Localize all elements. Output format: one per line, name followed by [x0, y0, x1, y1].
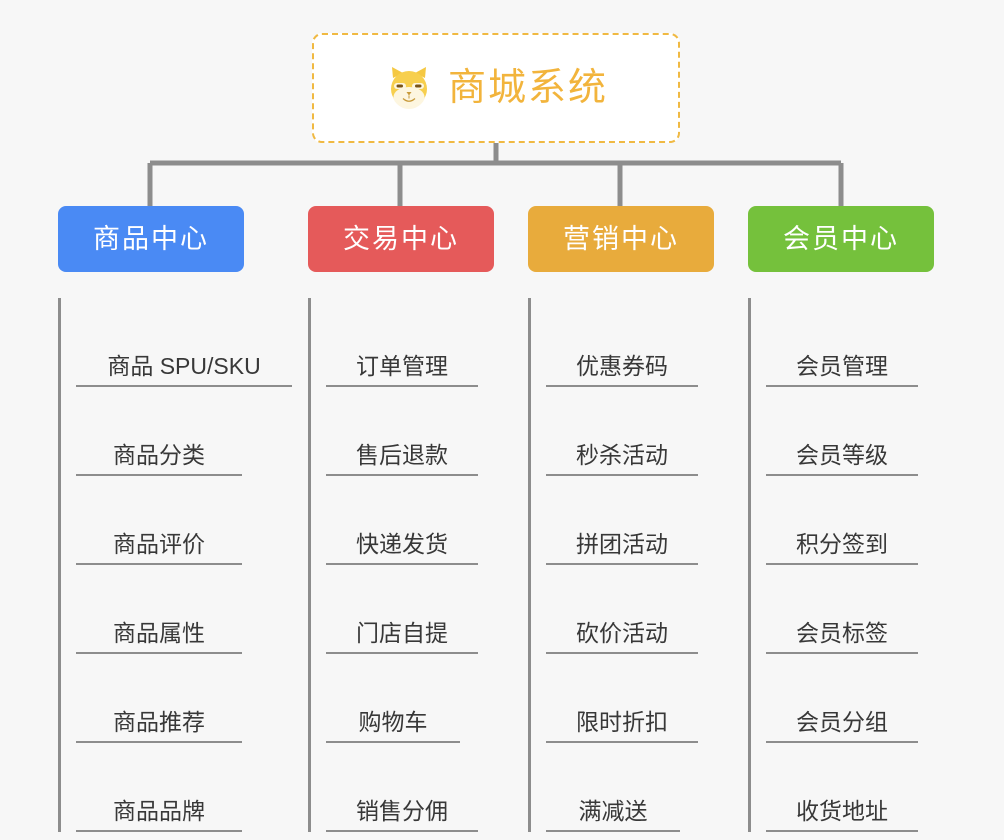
- leaf-label: 收货地址: [796, 797, 888, 824]
- list-item[interactable]: 商品评价: [76, 476, 242, 565]
- category-column-marketing: 营销中心 优惠券码 秒杀活动 拼团活动 砍价活动 限时折扣 满减送: [528, 206, 714, 832]
- category-header-member[interactable]: 会员中心: [748, 206, 934, 272]
- leaf-label: 优惠券码: [576, 352, 668, 379]
- list-item[interactable]: 购物车: [326, 654, 460, 743]
- leaf-list-marketing: 优惠券码 秒杀活动 拼团活动 砍价活动 限时折扣 满减送: [528, 298, 698, 832]
- list-item[interactable]: 商品 SPU/SKU: [76, 298, 292, 387]
- leaf-label: 商品推荐: [113, 708, 205, 735]
- category-header-product[interactable]: 商品中心: [58, 206, 244, 272]
- category-label: 商品中心: [93, 223, 209, 254]
- leaf-label: 秒杀活动: [576, 441, 668, 468]
- leaf-label: 积分签到: [796, 530, 888, 557]
- leaf-label: 快递发货: [356, 530, 448, 557]
- leaf-label: 商品属性: [113, 619, 205, 646]
- list-item[interactable]: 销售分佣: [326, 743, 478, 832]
- list-item[interactable]: 订单管理: [326, 298, 478, 387]
- category-column-product: 商品中心 商品 SPU/SKU 商品分类 商品评价 商品属性 商品推荐 商品品牌: [58, 206, 292, 832]
- leaf-label: 购物车: [358, 708, 428, 735]
- list-item[interactable]: 会员管理: [766, 298, 918, 387]
- leaf-label: 商品分类: [113, 441, 205, 468]
- leaf-label: 售后退款: [356, 441, 448, 468]
- list-item[interactable]: 砍价活动: [546, 565, 698, 654]
- leaf-label: 会员标签: [796, 619, 888, 646]
- category-column-transaction: 交易中心 订单管理 售后退款 快递发货 门店自提 购物车 销售分佣: [308, 206, 494, 832]
- list-item[interactable]: 满减送: [546, 743, 680, 832]
- leaf-label: 会员分组: [796, 708, 888, 735]
- leaf-label: 满减送: [578, 797, 648, 824]
- category-label: 营销中心: [563, 223, 679, 254]
- leaf-list-product: 商品 SPU/SKU 商品分类 商品评价 商品属性 商品推荐 商品品牌: [58, 298, 292, 832]
- category-label: 会员中心: [783, 223, 899, 254]
- leaf-label: 商品 SPU/SKU: [107, 352, 261, 379]
- list-item[interactable]: 会员标签: [766, 565, 918, 654]
- leaf-list-transaction: 订单管理 售后退款 快递发货 门店自提 购物车 销售分佣: [308, 298, 478, 832]
- list-item[interactable]: 快递发货: [326, 476, 478, 565]
- leaf-label: 会员管理: [796, 352, 888, 379]
- list-item[interactable]: 积分签到: [766, 476, 918, 565]
- leaf-list-member: 会员管理 会员等级 积分签到 会员标签 会员分组 收货地址: [748, 298, 918, 832]
- list-item[interactable]: 限时折扣: [546, 654, 698, 743]
- list-item[interactable]: 售后退款: [326, 387, 478, 476]
- category-label: 交易中心: [343, 223, 459, 254]
- list-item[interactable]: 拼团活动: [546, 476, 698, 565]
- root-title: 商城系统: [447, 67, 608, 109]
- list-item[interactable]: 门店自提: [326, 565, 478, 654]
- list-item[interactable]: 会员等级: [766, 387, 918, 476]
- list-item[interactable]: 商品品牌: [76, 743, 242, 832]
- root-node[interactable]: 商城系统: [312, 33, 680, 143]
- category-header-marketing[interactable]: 营销中心: [528, 206, 714, 272]
- category-header-transaction[interactable]: 交易中心: [308, 206, 494, 272]
- list-item[interactable]: 商品属性: [76, 565, 242, 654]
- shiba-dog-icon: [390, 67, 427, 109]
- leaf-label: 商品评价: [113, 530, 205, 557]
- list-item[interactable]: 收货地址: [766, 743, 918, 832]
- leaf-label: 砍价活动: [576, 619, 668, 646]
- category-column-member: 会员中心 会员管理 会员等级 积分签到 会员标签 会员分组 收货地址: [748, 206, 934, 832]
- list-item[interactable]: 秒杀活动: [546, 387, 698, 476]
- leaf-label: 商品品牌: [113, 797, 205, 824]
- leaf-label: 限时折扣: [576, 708, 668, 735]
- list-item[interactable]: 优惠券码: [546, 298, 698, 387]
- list-item[interactable]: 会员分组: [766, 654, 918, 743]
- list-item[interactable]: 商品推荐: [76, 654, 242, 743]
- leaf-label: 门店自提: [356, 619, 448, 646]
- leaf-label: 拼团活动: [576, 530, 668, 557]
- leaf-label: 会员等级: [796, 441, 888, 468]
- leaf-label: 销售分佣: [356, 797, 448, 824]
- leaf-label: 订单管理: [356, 352, 448, 379]
- list-item[interactable]: 商品分类: [76, 387, 242, 476]
